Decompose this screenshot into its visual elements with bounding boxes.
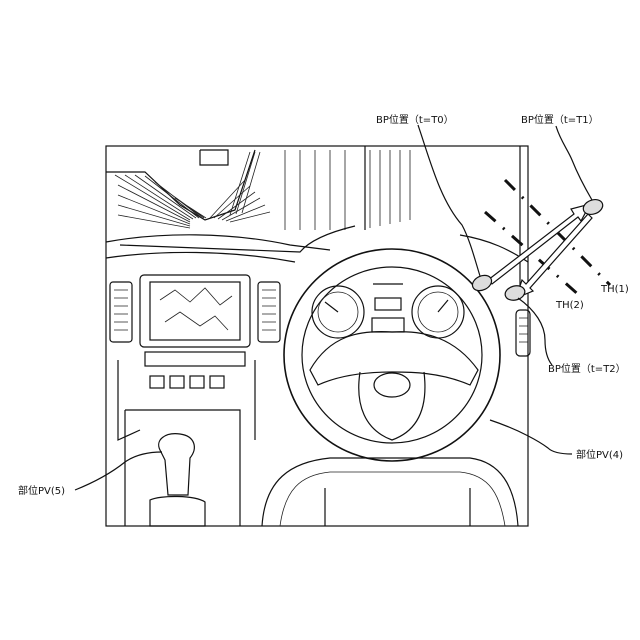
- label-bp-t0: BP位置（t=T0）: [376, 113, 454, 126]
- label-th2: TH(2): [555, 300, 584, 311]
- bp-position-t0: [470, 272, 494, 293]
- center-console: [110, 275, 280, 526]
- label-th1: TH(1): [600, 284, 629, 295]
- label-bp-t2: BP位置（t=T2）: [548, 362, 626, 375]
- gear-shift: [150, 434, 205, 526]
- instrument-cluster: [312, 284, 464, 338]
- label-bp-t1: BP位置（t=T1）: [521, 113, 599, 126]
- driver-seat: [262, 458, 518, 526]
- label-part-pv4: 部位PV(4): [576, 448, 623, 461]
- movement-arrows: [488, 204, 592, 298]
- steering-wheel: [284, 249, 500, 461]
- figure-frame: [106, 146, 528, 526]
- label-part-pv5: 部位PV(5): [18, 484, 65, 497]
- windshield-area: [106, 146, 520, 300]
